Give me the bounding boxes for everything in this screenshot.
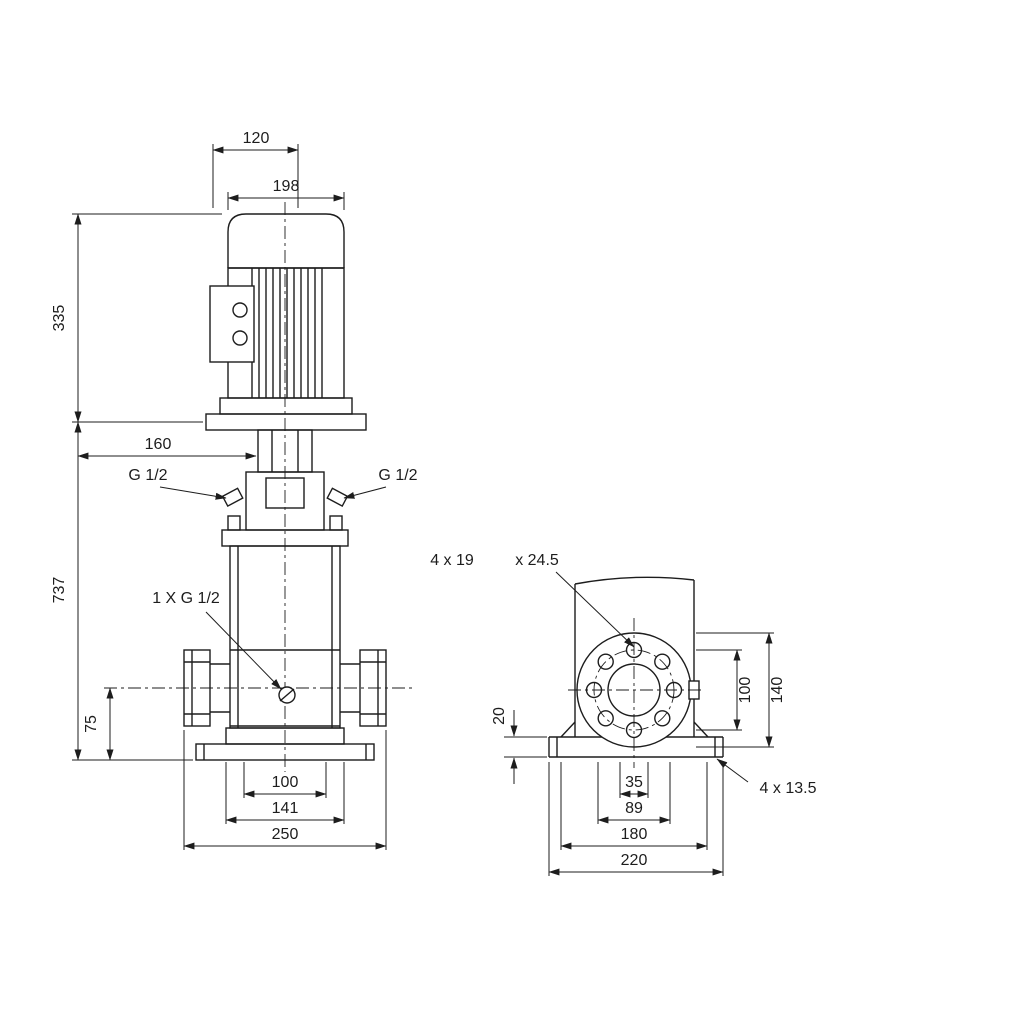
dim-bolt-circle: 100: [737, 677, 754, 704]
plug-label-left: G 1/2: [128, 467, 167, 484]
dim-slot-mid: 89: [625, 800, 643, 817]
front-view-dimensions: 120 198 335 737 160 G 1/2 G 1/2 1 X G 1/…: [51, 130, 418, 850]
gauge-plug-right: [326, 487, 349, 508]
flange-counterbore-label: x 24.5: [515, 552, 559, 569]
dim-port-centerline-height: 75: [83, 715, 100, 733]
break-line: [574, 576, 695, 585]
drain-plug-label: 1 X G 1/2: [152, 590, 220, 607]
dim-motor-width: 198: [273, 178, 300, 195]
flange-face: [568, 618, 702, 768]
front-view-pump: [104, 202, 415, 772]
dim-total-height: 737: [51, 577, 68, 604]
discharge-flange: [359, 649, 387, 727]
motor-stool-plate: [205, 413, 367, 431]
dim-flange-od: 140: [769, 677, 786, 704]
dim-motor-depth: 120: [243, 130, 270, 147]
side-view-pump: [548, 576, 724, 768]
dim-slot-inner: 35: [625, 774, 643, 791]
suction-flange: [183, 649, 211, 727]
plug-label-right: G 1/2: [378, 467, 417, 484]
motor-flange: [219, 397, 353, 415]
pump-head: [221, 429, 349, 547]
cable-entry-top: [232, 302, 248, 318]
motor: [205, 213, 367, 431]
dim-port-span: 250: [272, 826, 299, 843]
dim-base-width: 220: [621, 852, 648, 869]
dim-motor-height: 335: [51, 305, 68, 332]
base-front: [195, 727, 375, 761]
motor-cooling-fins: [251, 268, 323, 398]
drain-plug: [278, 686, 296, 704]
side-view-dimensions: 4 x 19 x 24.5 20 100 140 35 89 180 220: [430, 552, 817, 876]
terminal-box: [209, 285, 255, 363]
base-holes-label: 4 x 13.5: [760, 780, 817, 797]
dim-head-offset: 160: [145, 436, 172, 453]
dim-base-inner: 100: [272, 774, 299, 791]
dim-base-mid: 141: [272, 800, 299, 817]
gauge-plug-left: [221, 487, 244, 508]
dim-base-thickness: 20: [491, 707, 508, 725]
flange-holes-label: 4 x 19: [430, 552, 474, 569]
cable-entry-bottom: [232, 330, 248, 346]
port-flanges: [183, 649, 387, 727]
dim-bolt-span: 180: [621, 826, 648, 843]
